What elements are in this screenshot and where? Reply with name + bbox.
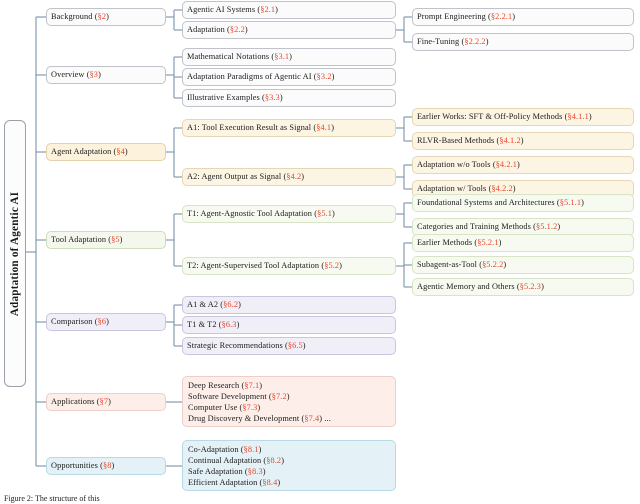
node-label: Strategic Recommendations (§6.5) [187,340,306,350]
node-a2-agent-output[interactable]: A2: Agent Output as Signal (§4.2) [182,168,396,186]
node-label: Earlier Works: SFT & Off-Policy Methods … [417,111,592,121]
node-illustrative-examples[interactable]: Illustrative Examples (§3.3) [182,89,396,107]
node-agent-adaptation[interactable]: Agent Adaptation (§4) [46,143,166,161]
node-tool-adaptation[interactable]: Tool Adaptation (§5) [46,231,166,249]
node-label: Mathematical Notations (§3.1) [187,51,292,61]
node-a1-tool-execution-result[interactable]: A1: Tool Execution Result as Signal (§4.… [182,119,396,137]
node-label: Tool Adaptation (§5) [51,234,123,244]
root-node[interactable]: Adaptation of Agentic AI [4,120,26,387]
list-item: Safe Adaptation (§8.3) [188,467,266,477]
node-t1-and-t2[interactable]: T1 & T2 (§6.3) [182,316,396,334]
node-label: RLVR-Based Methods (§4.1.2) [417,135,524,145]
node-label: Agent Adaptation (§4) [51,146,128,156]
figure-caption: Figure 2: The structure of this [4,494,100,503]
node-label: Agentic AI Systems (§2.1) [187,4,279,14]
node-adaptation-wo-tools[interactable]: Adaptation w/o Tools (§4.2.1) [412,156,634,174]
node-label: Illustrative Examples (§3.3) [187,92,283,102]
node-adaptation[interactable]: Adaptation (§2.2) [182,21,396,39]
node-label: T2: Agent-Supervised Tool Adaptation (§5… [187,260,342,270]
node-label: Foundational Systems and Architectures (… [417,197,584,207]
node-label: T1: Agent-Agnostic Tool Adaptation (§5.1… [187,208,335,218]
list-item: Deep Research (§7.1) [188,381,263,390]
node-agentic-ai-systems[interactable]: Agentic AI Systems (§2.1) [182,1,396,19]
node-label: Categories and Training Methods (§5.1.2) [417,221,561,231]
node-label: T1 & T2 (§6.3) [187,319,240,329]
root-label: Adaptation of Agentic AI [9,191,22,316]
node-mathematical-notations[interactable]: Mathematical Notations (§3.1) [182,48,396,66]
list-item: Continual Adaptation (§8.2) [188,456,285,466]
node-label: Adaptation w/o Tools (§4.2.1) [417,159,520,169]
node-opportunities[interactable]: Opportunities (§8) [46,457,166,475]
node-label: Subagent-as-Tool (§5.2.2) [417,259,507,269]
node-agentic-memory-others[interactable]: Agentic Memory and Others (§5.2.3) [412,278,634,296]
list-item: Drug Discovery & Development (§7.4) ... [188,414,331,424]
node-label: Overview (§3) [51,69,101,79]
node-t1-agent-agnostic[interactable]: T1: Agent-Agnostic Tool Adaptation (§5.1… [182,205,396,223]
list-item: Co-Adaptation (§8.1) [188,445,262,454]
node-label: Applications (§7) [51,396,112,406]
node-applications-list[interactable]: Deep Research (§7.1) Software Developmen… [182,376,396,427]
node-opportunities-list[interactable]: Co-Adaptation (§8.1) Continual Adaptatio… [182,440,396,491]
node-earlier-methods[interactable]: Earlier Methods (§5.2.1) [412,234,634,252]
node-fine-tuning[interactable]: Fine-Tuning (§2.2.2) [412,33,634,51]
node-foundational-systems[interactable]: Foundational Systems and Architectures (… [412,194,634,212]
list-item: Efficient Adaptation (§8.4) [188,478,281,488]
node-prompt-engineering[interactable]: Prompt Engineering (§2.2.1) [412,8,634,26]
node-a1-and-a2[interactable]: A1 & A2 (§6.2) [182,296,396,314]
node-background[interactable]: Background (§2) [46,8,166,26]
list-item: Computer Use (§7.3) [188,403,261,413]
node-applications[interactable]: Applications (§7) [46,393,166,411]
list-item: Software Development (§7.2) [188,392,290,402]
node-overview[interactable]: Overview (§3) [46,66,166,84]
node-label: A2: Agent Output as Signal (§4.2) [187,171,305,181]
node-label: Adaptation (§2.2) [187,24,248,34]
node-label: Earlier Methods (§5.2.1) [417,237,502,247]
node-label: A1 & A2 (§6.2) [187,299,241,309]
node-strategic-recommendations[interactable]: Strategic Recommendations (§6.5) [182,337,396,355]
node-label: Adaptation Paradigms of Agentic AI (§3.2… [187,71,335,81]
node-label: Prompt Engineering (§2.2.1) [417,11,516,21]
node-adaptation-paradigms[interactable]: Adaptation Paradigms of Agentic AI (§3.2… [182,68,396,86]
node-label: A1: Tool Execution Result as Signal (§4.… [187,122,335,132]
node-t2-agent-supervised[interactable]: T2: Agent-Supervised Tool Adaptation (§5… [182,257,396,275]
node-comparison[interactable]: Comparison (§6) [46,313,166,331]
node-label: Background (§2) [51,11,109,21]
node-earlier-works-sft[interactable]: Earlier Works: SFT & Off-Policy Methods … [412,108,634,126]
node-label: Opportunities (§8) [51,460,115,470]
node-subagent-as-tool[interactable]: Subagent-as-Tool (§5.2.2) [412,256,634,274]
node-label: Fine-Tuning (§2.2.2) [417,36,489,46]
node-label: Agentic Memory and Others (§5.2.3) [417,281,544,291]
node-label: Adaptation w/ Tools (§4.2.2) [417,183,516,193]
node-label: Comparison (§6) [51,316,109,326]
node-rlvr-based-methods[interactable]: RLVR-Based Methods (§4.1.2) [412,132,634,150]
